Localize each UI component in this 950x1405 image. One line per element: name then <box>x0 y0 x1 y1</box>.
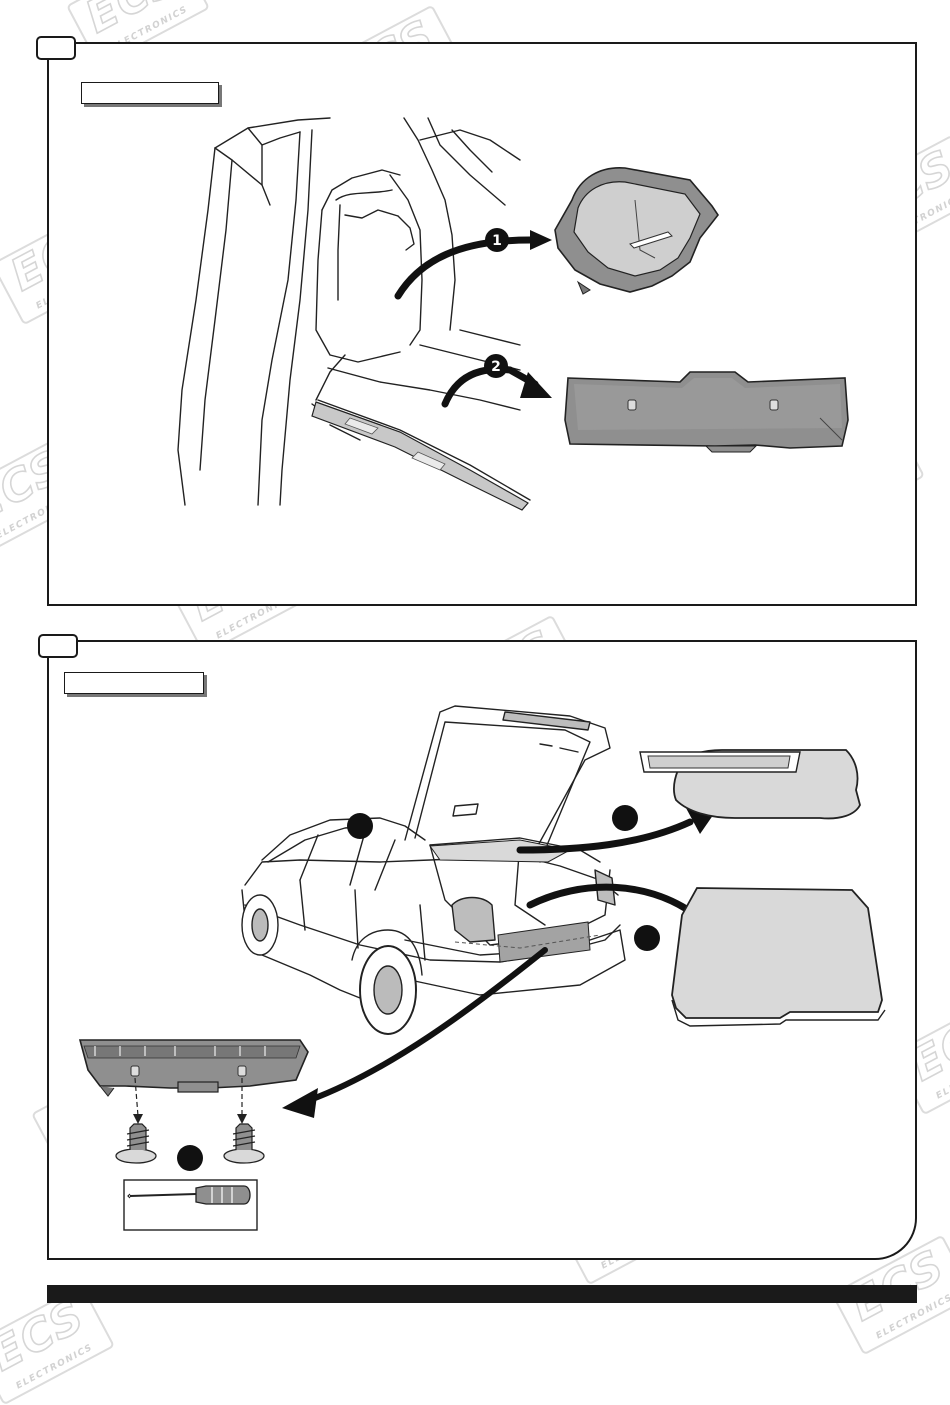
step-marker-2: 2 <box>491 359 501 375</box>
rear-trim-panel-part <box>564 371 849 453</box>
trunk-interior-illustration: 1 2 <box>177 117 849 511</box>
screwdriver-tool-box <box>123 1179 258 1231</box>
hatchback-car-drawing <box>241 705 626 1035</box>
panel-1-title-label <box>81 82 219 104</box>
bumper-trim-part <box>78 1039 309 1097</box>
boot-floor-mat-part <box>671 887 886 1027</box>
watermark-sub: ELECTRONICS <box>14 1342 95 1392</box>
push-clip-right <box>223 1123 265 1164</box>
panel-1-number-tab <box>36 36 76 60</box>
car-trunk-illustration <box>78 705 886 1231</box>
panel-2-title-label <box>64 672 204 694</box>
footer-bar <box>47 1285 917 1303</box>
panel-2-number-tab <box>38 634 78 658</box>
storage-tray-part <box>554 167 719 295</box>
push-clip-left <box>115 1123 157 1164</box>
screwdriver-icon <box>129 1193 197 1197</box>
parcel-shelf-part <box>639 749 861 820</box>
step-marker-1: 1 <box>492 233 502 249</box>
